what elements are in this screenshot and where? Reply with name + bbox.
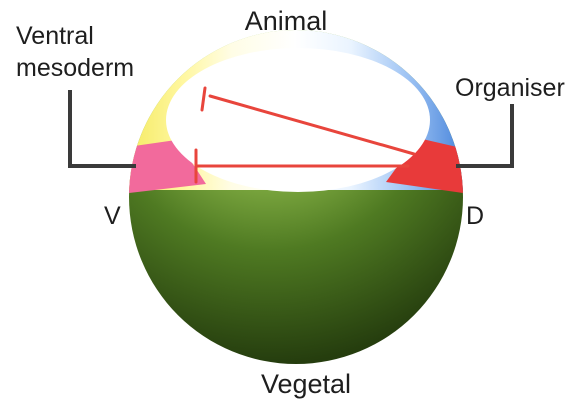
vegetal-label: Vegetal: [261, 369, 351, 399]
ventral-mesoderm-label-line2: mesoderm: [16, 54, 134, 82]
ventral-mesoderm-leader: [70, 90, 136, 166]
ventral-pole-label: V: [104, 202, 121, 230]
ventral-mesoderm-label-line1: Ventral: [16, 22, 94, 50]
dorsal-pole-label: D: [466, 202, 484, 230]
organiser-leader: [456, 104, 512, 166]
animal-label: Animal: [245, 6, 328, 36]
organiser-label: Organiser: [455, 74, 565, 102]
